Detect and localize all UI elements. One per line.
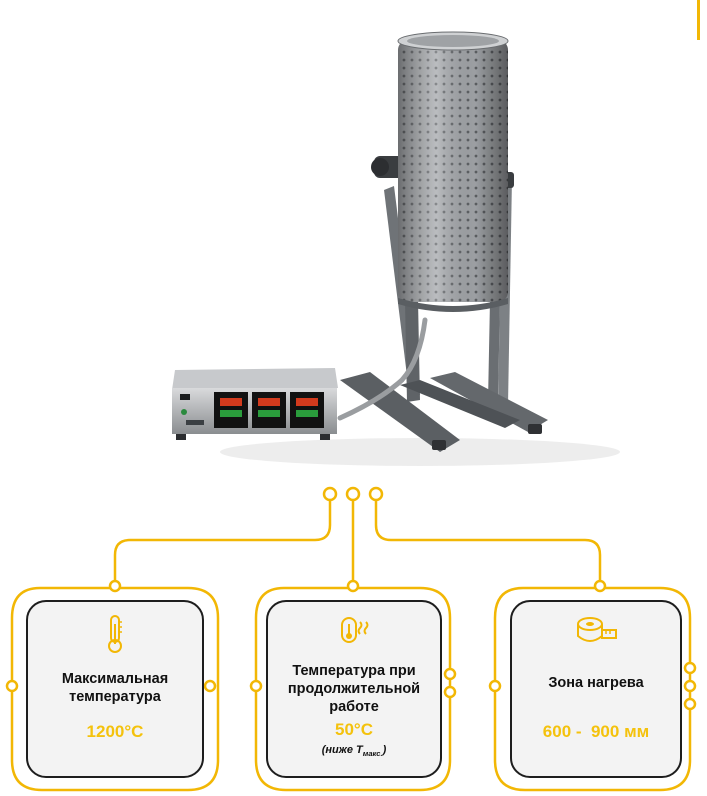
connector-ring [249,679,263,693]
card-title: Зона нагрева [518,674,674,692]
card-title-line: работе [329,699,379,715]
tube-furnace-image [172,31,620,466]
connector-ring [368,486,384,502]
card-value: 600 - 900 мм [542,722,650,741]
feature-card-continuous-temperature: Температура при продолжительной работе 5… [266,600,442,778]
card-note: (ниже Tмакс.) [268,744,440,758]
note-suffix: ) [382,744,387,756]
feature-card-max-temperature: Максимальная температура 1200°C [26,600,204,778]
feature-card-heating-zone: Зона нагрева 600 - 900 мм [510,600,682,778]
note-subscript: макс. [362,749,383,759]
card-title-line: температура [69,689,161,705]
card-value: 50°C [335,720,373,739]
furnace-cylinder [397,31,509,312]
connector-ring [322,486,338,502]
connector-ring [345,486,361,502]
card-title-line: Зона нагрева [548,675,644,691]
thermometer-icon [104,614,126,659]
card-title: Максимальная температура [34,670,196,706]
controller-display-3 [290,392,324,428]
connector-ring [203,679,217,693]
connector-ring [5,679,19,693]
connector-ring [683,661,697,675]
connector-ring [683,697,697,711]
temperature-controller-box [172,368,338,440]
corner-accent-bar [697,0,700,40]
note-prefix: (ниже T [321,744,363,756]
connector-ring [488,679,502,693]
card-title-line: Температура при [292,663,416,679]
connector-ring [443,667,457,681]
connector-ring [346,579,360,593]
card-value: 1200°C [86,722,144,741]
tape-measure-icon [574,614,618,653]
connector-ring [443,685,457,699]
controller-display-1 [214,392,248,428]
card-title-line: продолжительной [287,681,421,697]
card-title: Температура при продолжительной работе [274,662,434,716]
connector-ring [108,579,122,593]
connector-ring [683,679,697,693]
controller-display-2 [252,392,286,428]
card-title-line: Максимальная [61,671,169,687]
heat-dial-icon [336,614,372,653]
connector-ring [593,579,607,593]
